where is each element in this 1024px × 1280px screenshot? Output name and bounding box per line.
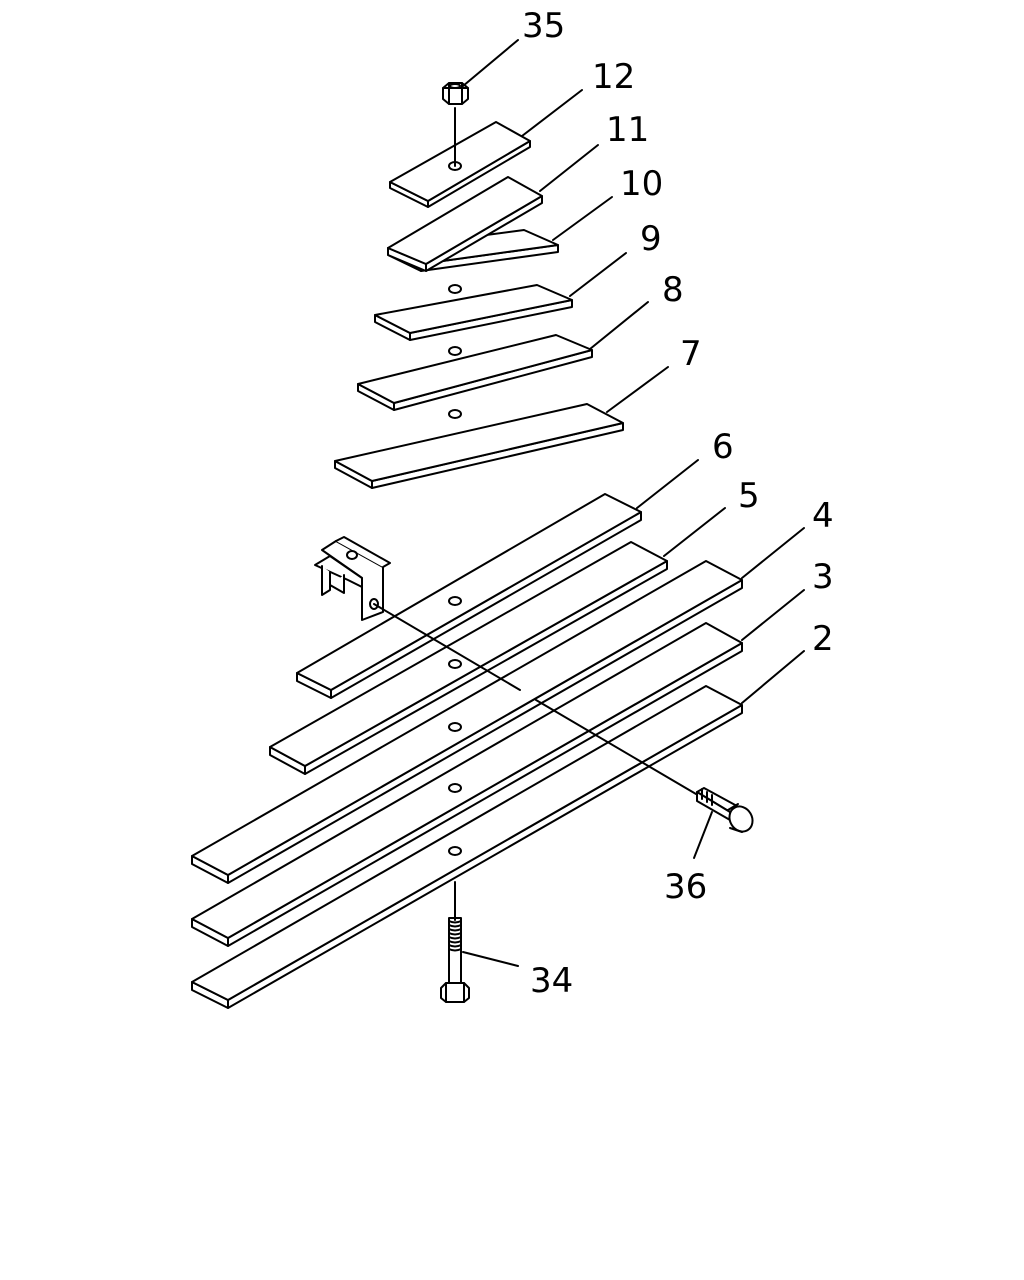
leaf-7-callout: 7 [680, 334, 702, 374]
center-bolt-thread [448, 924, 462, 928]
leaf-10-leader-line [552, 196, 613, 241]
center-bolt [440, 917, 470, 1003]
clip-top-hole [346, 550, 358, 560]
leaf-6-leader-line [636, 459, 699, 509]
leaf-4-leader-line [741, 527, 805, 579]
clip-bolt [696, 787, 754, 833]
leaf-8-leader-line [589, 301, 649, 350]
rebound-clip-bracket [314, 536, 391, 621]
leaf-12-top-face [389, 121, 531, 202]
leaf-8-callout: 8 [662, 270, 684, 310]
leaf-3-callout: 3 [812, 557, 834, 597]
leaf-8-top-face [357, 334, 593, 404]
leaf-5-top-face [269, 541, 668, 767]
clip-tab [321, 565, 345, 596]
clip-bolt-callout: 36 [664, 867, 707, 907]
leaf-6-top-face [296, 493, 642, 691]
center-bolt-thread [448, 944, 462, 948]
leaf-10-callout: 10 [620, 164, 663, 204]
clip-bolt-head [728, 805, 754, 833]
leaf-6 [296, 493, 642, 699]
leaf-9-center-hole [448, 284, 462, 294]
leaf-6-center-hole [448, 596, 462, 606]
parts-layer [191, 121, 743, 1009]
leaf-12-leader-line [521, 89, 583, 137]
clip-bolt-axis-line [373, 603, 697, 795]
nut-callout: 35 [522, 6, 565, 46]
leaf-9-leader-line [569, 252, 627, 297]
nut-leader-line [462, 39, 519, 87]
leaf-3 [191, 622, 743, 947]
leaf-8 [357, 334, 593, 411]
leaf-4 [191, 560, 743, 884]
leaf-5-center-hole [448, 659, 462, 669]
leaf-5-leader-line [663, 507, 726, 557]
leaf-4-callout: 4 [812, 496, 834, 536]
center-bolt-thread [448, 920, 462, 924]
center-bolt-head [440, 982, 470, 1003]
center-bolt-thread [448, 940, 462, 944]
nut-thread-hole [449, 83, 461, 89]
center-bolt-leader-line [462, 951, 519, 967]
center-bolt-head-facets [445, 982, 465, 1003]
leaf-11-leader-line [539, 144, 599, 192]
leaf-11-top-face [387, 176, 543, 265]
hardware-layer [314, 82, 754, 1003]
leaf-11-callout: 11 [606, 110, 649, 150]
leaf-7 [334, 403, 624, 489]
clip-top-edge [335, 536, 391, 568]
leaf-6-callout: 6 [712, 427, 734, 467]
leader-lines-layer [373, 39, 805, 967]
leaf-5-callout: 5 [738, 476, 760, 516]
leaf-8-center-hole [448, 346, 462, 356]
leaf-2-leader-line [741, 650, 805, 704]
clip-bolt-head-edges [727, 803, 743, 833]
nut [442, 82, 469, 105]
center-bolt-thread [448, 936, 462, 940]
leaf-11 [387, 176, 543, 272]
leaf-3-top-face [191, 622, 743, 939]
leaf-2-callout: 2 [812, 619, 834, 659]
leaf-3-center-hole [448, 783, 462, 793]
leaf-7-leader-line [606, 366, 669, 413]
leaf-4-top-face [191, 560, 743, 876]
clip-bolt-leader-line [693, 811, 713, 859]
leaf-3-leader-line [741, 589, 805, 641]
leaf-9 [374, 284, 573, 341]
leaf-12-callout: 12 [592, 57, 635, 97]
center-bolt-thread [448, 928, 462, 932]
leaf-2 [191, 685, 743, 1009]
leaf-12 [389, 121, 531, 208]
leaf-9-callout: 9 [640, 219, 662, 259]
center-bolt-thread [448, 932, 462, 936]
center-bolt-callout: 34 [530, 961, 573, 1001]
leaf-2-center-hole [448, 846, 462, 856]
leaf-5 [269, 541, 668, 775]
leaf-2-top-face [191, 685, 743, 1001]
leaf-4-center-hole [448, 722, 462, 732]
center-bolt-thread [448, 948, 462, 952]
leaf-9-top-face [374, 284, 573, 334]
leaf-7-top-face [334, 403, 624, 482]
leaf-7-center-hole [448, 409, 462, 419]
